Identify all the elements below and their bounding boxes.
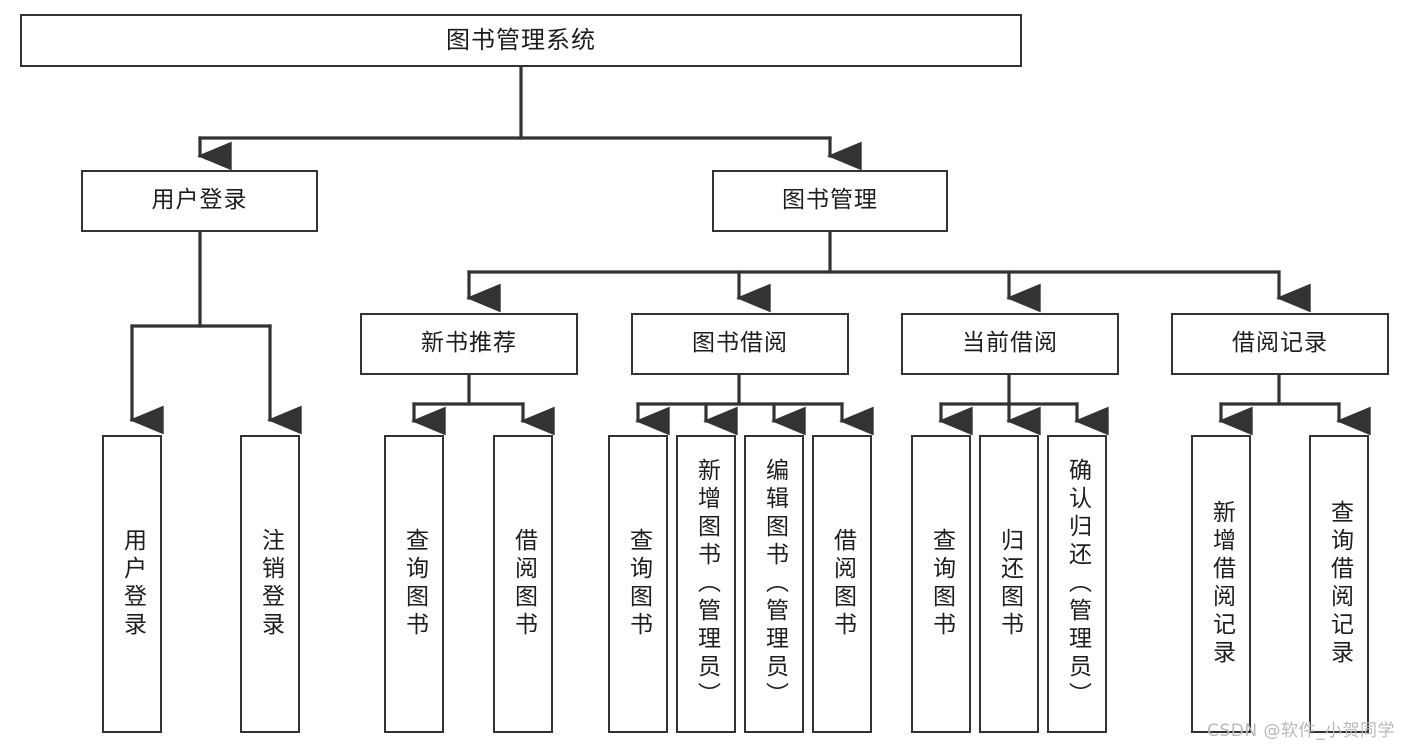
- node-leaf-return-book[interactable]: 归还图书: [979, 435, 1039, 733]
- node-leaf-add-book[interactable]: 新增图书（管理员）: [676, 435, 736, 733]
- node-leaf-add-record[interactable]: 新增借阅记录: [1191, 435, 1251, 733]
- node-leaf-query-book-1[interactable]: 查询图书: [384, 435, 444, 733]
- node-leaf-confirm-return[interactable]: 确认归还（管理员）: [1047, 435, 1107, 733]
- node-leaf-user-login[interactable]: 用户登录: [102, 435, 162, 733]
- node-leaf-borrow-book-1[interactable]: 借阅图书: [493, 435, 553, 733]
- node-borrow-record[interactable]: 借阅记录: [1171, 313, 1389, 375]
- node-book-manage[interactable]: 图书管理: [712, 170, 948, 232]
- watermark-text: CSDN @软件_小贺同学: [1207, 721, 1395, 741]
- node-leaf-query-book-2[interactable]: 查询图书: [608, 435, 668, 733]
- node-root-system[interactable]: 图书管理系统: [20, 14, 1022, 67]
- node-leaf-query-book-3[interactable]: 查询图书: [911, 435, 971, 733]
- node-current-borrow[interactable]: 当前借阅: [901, 313, 1119, 375]
- node-new-book-recommend[interactable]: 新书推荐: [360, 313, 578, 375]
- node-leaf-borrow-book-2[interactable]: 借阅图书: [812, 435, 872, 733]
- node-leaf-query-record[interactable]: 查询借阅记录: [1309, 435, 1369, 733]
- node-book-borrow[interactable]: 图书借阅: [631, 313, 849, 375]
- node-leaf-user-logout[interactable]: 注销登录: [240, 435, 300, 733]
- node-leaf-edit-book[interactable]: 编辑图书（管理员）: [744, 435, 804, 733]
- node-user-login[interactable]: 用户登录: [81, 170, 318, 232]
